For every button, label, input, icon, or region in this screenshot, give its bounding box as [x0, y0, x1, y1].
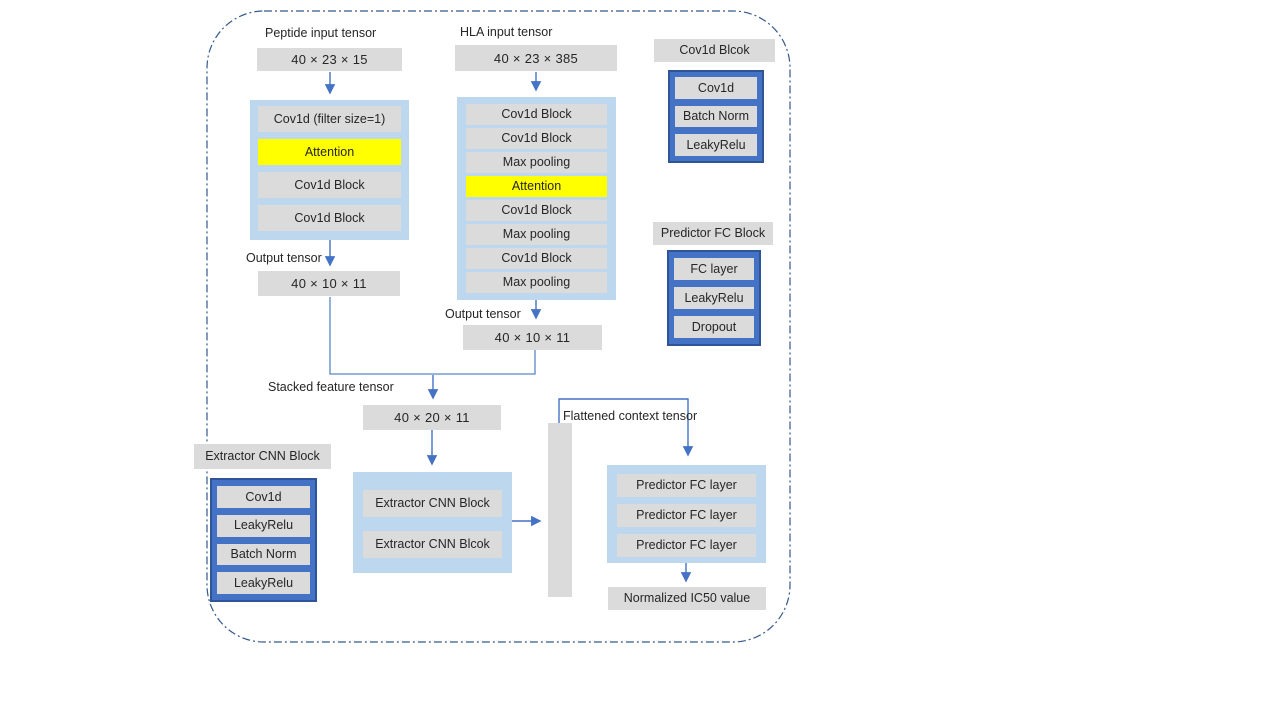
hla-layer-attention: Attention [466, 176, 607, 197]
predictor-fc-layer-2: Predictor FC layer [617, 504, 756, 527]
hla-output-label: Output tensor [445, 307, 521, 321]
hla-layer-cov1d-block-1: Cov1d Block [466, 104, 607, 125]
flattened-context-bar [548, 423, 572, 597]
legend-extractor-cnn-title: Extractor CNN Block [194, 444, 331, 469]
peptide-layer-cov1d-block-2: Cov1d Block [258, 205, 401, 231]
peptide-layer-cov1d-filter: Cov1d (filter size=1) [258, 106, 401, 132]
hla-layer-max-pooling-1: Max pooling [466, 152, 607, 173]
hla-layer-cov1d-block-3: Cov1d Block [466, 200, 607, 221]
legend-predictor-item-leakyrelu: LeakyRelu [674, 287, 754, 309]
predictor-fc-layer-1: Predictor FC layer [617, 474, 756, 497]
legend-extractor-cnn-panel: Cov1d LeakyRelu Batch Norm LeakyRelu [210, 478, 317, 602]
stacked-feature-label: Stacked feature tensor [268, 380, 394, 394]
hla-layer-max-pooling-2: Max pooling [466, 224, 607, 245]
hla-layer-max-pooling-3: Max pooling [466, 272, 607, 293]
hla-output-dims: 40 × 10 × 11 [463, 325, 602, 350]
legend-predictor-fc-panel: FC layer LeakyRelu Dropout [667, 250, 761, 346]
legend-extractor-item-leakyrelu-1: LeakyRelu [217, 514, 310, 537]
legend-extractor-item-batch-norm: Batch Norm [217, 543, 310, 566]
normalized-ic50-box: Normalized IC50 value [608, 587, 766, 610]
extractor-cnn-container: Extractor CNN Block Extractor CNN Blcok [353, 472, 512, 573]
peptide-layer-cov1d-block-1: Cov1d Block [258, 172, 401, 198]
predictor-fc-container: Predictor FC layer Predictor FC layer Pr… [607, 465, 766, 563]
legend-cov1d-panel: Cov1d Batch Norm LeakyRelu [668, 70, 764, 163]
hla-layer-cov1d-block-4: Cov1d Block [466, 248, 607, 269]
extractor-cnn-block-1: Extractor CNN Block [363, 490, 502, 517]
legend-predictor-fc-title: Predictor FC Block [653, 222, 773, 245]
legend-cov1d-item-batch-norm: Batch Norm [675, 105, 757, 128]
peptide-output-label: Output tensor [246, 251, 322, 265]
peptide-output-dims: 40 × 10 × 11 [258, 271, 400, 296]
legend-predictor-item-dropout: Dropout [674, 316, 754, 338]
peptide-layer-attention: Attention [258, 139, 401, 165]
flattened-context-label: Flattened context tensor [563, 409, 698, 423]
peptide-block-container: Cov1d (filter size=1) Attention Cov1d Bl… [250, 100, 409, 240]
peptide-input-title: Peptide input tensor [265, 26, 377, 40]
hla-layer-cov1d-block-2: Cov1d Block [466, 128, 607, 149]
stacked-feature-dims: 40 × 20 × 11 [363, 405, 501, 430]
legend-cov1d-item-cov1d: Cov1d [675, 77, 757, 99]
hla-input-dims: 40 × 23 × 385 [455, 45, 617, 71]
legend-cov1d-title: Cov1d Blcok [654, 39, 775, 62]
legend-extractor-item-leakyrelu-2: LeakyRelu [217, 572, 310, 594]
hla-block-container: Cov1d Block Cov1d Block Max pooling Atte… [457, 97, 616, 300]
legend-predictor-item-fc-layer: FC layer [674, 258, 754, 280]
hla-input-title: HLA input tensor [460, 25, 553, 39]
predictor-fc-layer-3: Predictor FC layer [617, 534, 756, 557]
legend-cov1d-item-leakyrelu: LeakyRelu [675, 134, 757, 157]
extractor-cnn-block-2: Extractor CNN Blcok [363, 531, 502, 558]
legend-extractor-item-cov1d: Cov1d [217, 486, 310, 508]
peptide-input-dims: 40 × 23 × 15 [257, 48, 402, 71]
